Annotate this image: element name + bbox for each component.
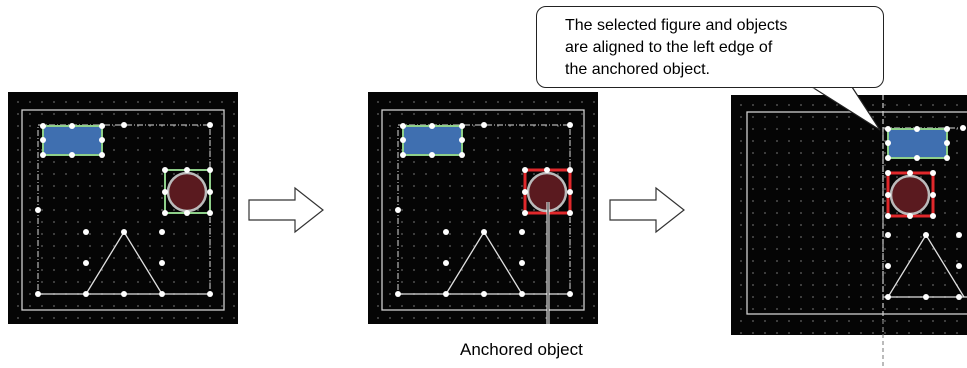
screen-panel-after bbox=[731, 95, 967, 335]
callout-line-3: the anchored object. bbox=[565, 61, 710, 78]
anchored-object-label: Anchored object bbox=[460, 340, 583, 359]
rectangle-object[interactable] bbox=[42, 125, 103, 156]
rectangle-object-aligned[interactable] bbox=[887, 128, 948, 159]
callout-line-1: The selected figure and objects bbox=[565, 17, 788, 34]
screen-frame bbox=[381, 109, 585, 311]
screen-panel-before bbox=[8, 92, 238, 324]
triangle-figure[interactable] bbox=[445, 230, 523, 295]
alignment-guide-extension bbox=[882, 320, 884, 366]
panel-anchor-canvas bbox=[381, 109, 585, 324]
selection-handles[interactable] bbox=[395, 122, 573, 297]
anchored-circle-object[interactable] bbox=[889, 174, 931, 216]
selection-handles[interactable] bbox=[35, 122, 213, 297]
selection-handles[interactable] bbox=[885, 125, 966, 300]
next-step-arrow-2 bbox=[609, 186, 685, 234]
panel-before-canvas bbox=[21, 109, 225, 311]
screen-frame bbox=[21, 109, 225, 311]
panel-after-canvas bbox=[746, 95, 967, 335]
triangle-figure[interactable] bbox=[85, 230, 163, 295]
triangle-figure-aligned[interactable] bbox=[887, 233, 965, 298]
rectangle-object[interactable] bbox=[402, 125, 463, 156]
callout-line-2: are aligned to the left edge of bbox=[565, 39, 773, 56]
explanation-callout: The selected figure and objects are alig… bbox=[536, 6, 884, 88]
circle-object[interactable] bbox=[166, 171, 208, 213]
next-step-arrow-1 bbox=[248, 186, 324, 234]
screen-panel-anchor bbox=[368, 92, 598, 324]
